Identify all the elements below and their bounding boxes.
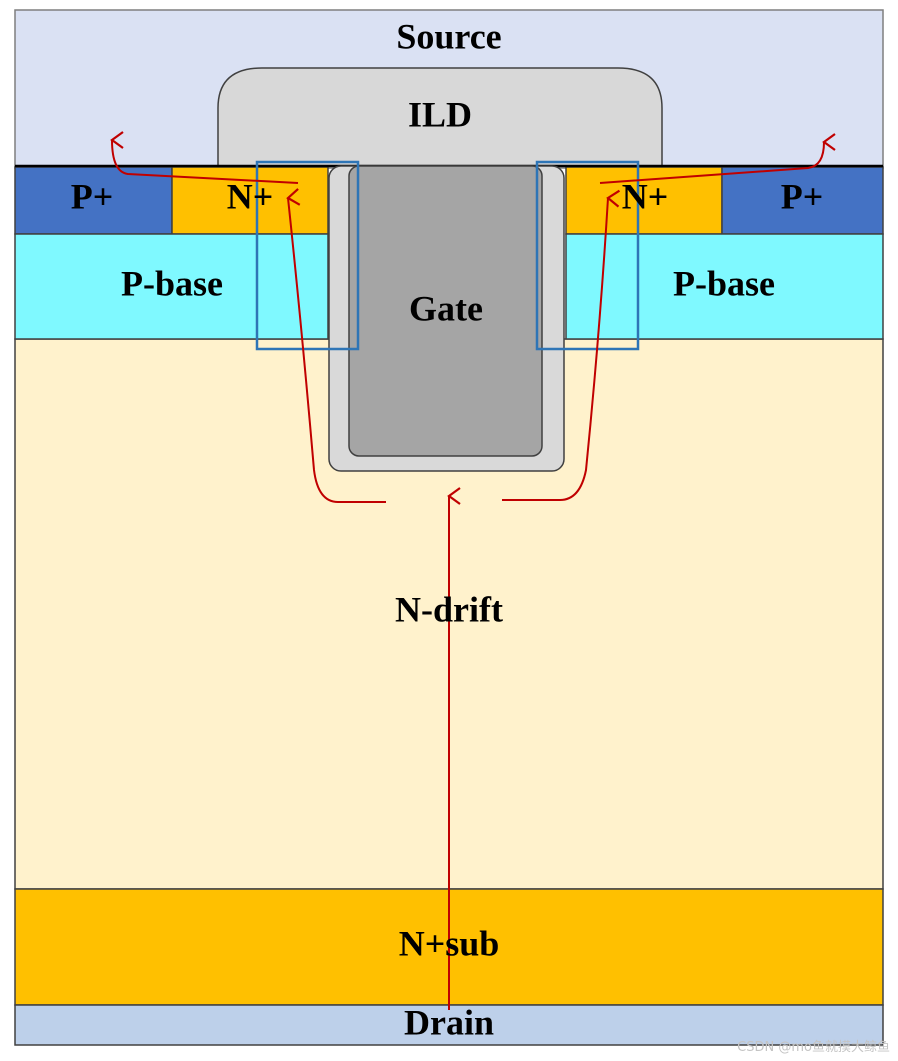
- p-base-right-region: [565, 233, 884, 340]
- drain-label: Drain: [404, 1002, 494, 1042]
- channel-box-right: [535, 160, 640, 351]
- p-plus-left-label: P+: [71, 176, 114, 216]
- n-plus-right-region: [565, 166, 723, 235]
- n-plus-sub-label: N+sub: [399, 923, 500, 963]
- ild-region: [217, 67, 663, 167]
- channel-box-left: [255, 160, 360, 351]
- current-path-channel-left: [286, 188, 386, 503]
- n-drift-label: N-drift: [395, 589, 503, 629]
- gate-label: Gate: [409, 288, 483, 328]
- p-base-right-label: P-base: [673, 263, 775, 303]
- p-plus-right-label: P+: [781, 176, 824, 216]
- n-plus-right-label: N+: [622, 176, 669, 216]
- drain-region: [14, 1004, 884, 1046]
- p-base-left-label: P-base: [121, 263, 223, 303]
- p-plus-left-region: [14, 166, 173, 235]
- source-label: Source: [396, 16, 501, 56]
- p-plus-right-region: [721, 166, 884, 235]
- watermark-text: CSDN @mo鱼就摸大鲸鱼: [737, 1040, 890, 1055]
- current-path-source-left: [110, 131, 299, 184]
- current-path-source-right: [599, 133, 836, 184]
- gate-region: [348, 165, 543, 457]
- current-path-channel-right: [502, 189, 621, 501]
- p-base-left-region: [14, 233, 329, 340]
- n-plus-left-label: N+: [227, 176, 274, 216]
- ild-label: ILD: [408, 94, 472, 134]
